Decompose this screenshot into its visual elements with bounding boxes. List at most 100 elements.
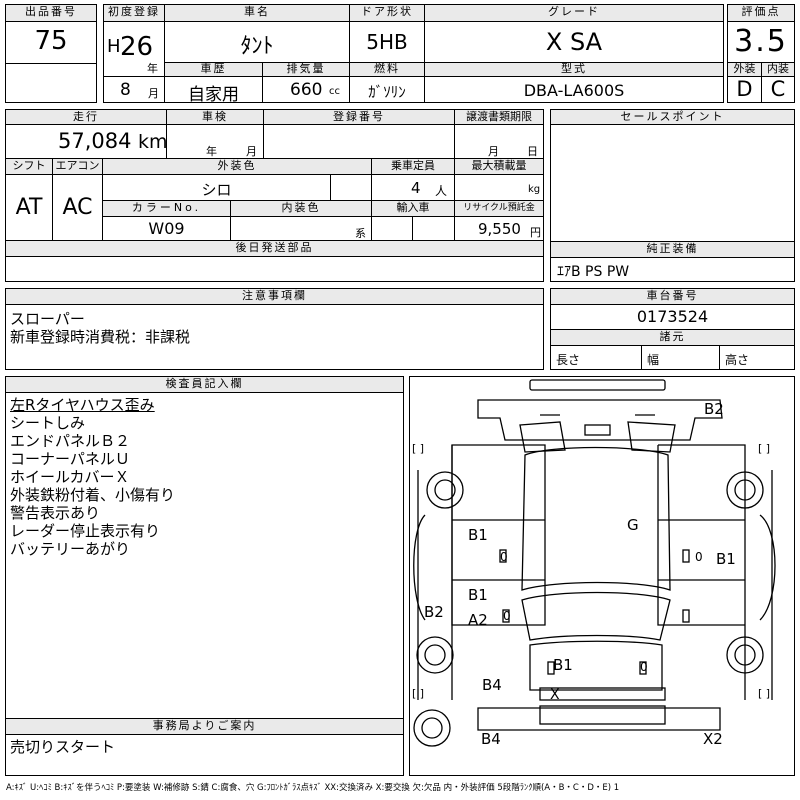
transfer-header: 譲渡書類期限 [454, 109, 544, 125]
inspector-line-6: 外装鉄粉付着、小傷有り [10, 486, 176, 504]
office-text: 売切りスタート [10, 738, 116, 756]
inspector-line-2: シートしみ [10, 414, 86, 432]
int-color-unit: 系 [355, 227, 366, 240]
model-header: 型式 [424, 62, 724, 77]
first-reg-header: 初度登録 [103, 4, 165, 22]
int-color-header: 内装色 [230, 200, 372, 217]
color-no: W09 [148, 219, 185, 238]
max-load-unit: kg [528, 184, 541, 195]
displacement-header: 排気量 [262, 62, 350, 77]
car-diagram: [ ] [ ] [ ] [ ] [412, 379, 776, 747]
mark-b1-front-left: B1 [468, 526, 488, 544]
door-header: ドア形状 [349, 4, 425, 22]
inspection-year-unit: 年 [206, 145, 217, 158]
caution-cell [5, 304, 544, 370]
inspector-line-9: バッテリーあがり [10, 540, 131, 558]
era-prefix: H [107, 36, 121, 57]
plate-header: 登録番号 [263, 109, 455, 125]
capacity-unit: 人 [435, 184, 448, 198]
dims-header: 諸元 [550, 329, 795, 346]
mark-zero-3: 0 [503, 609, 511, 623]
reg-month: 8 [120, 80, 131, 100]
legend: A:ｷｽﾞ U:ﾍｺﾐ B:ｷｽﾞを伴うﾍｺﾐ P:要塗装 W:補修跡 S:錆 … [6, 783, 620, 793]
grade-header: グレード [424, 4, 724, 22]
mark-zero-2: 0 [695, 550, 703, 564]
lot-number-blank [5, 63, 97, 103]
equipment-header: 純正装備 [550, 241, 795, 258]
later-parts-header: 後日発送部品 [5, 240, 544, 257]
fuel: ｶﾞｿﾘﾝ [368, 83, 406, 101]
reg-year: 26 [120, 32, 154, 62]
svg-text:[ ]: [ ] [758, 442, 770, 455]
inspector-line-1: 左Rタイヤハウス歪み [10, 396, 155, 414]
inspector-line-4: コーナーパネルＵ [10, 450, 130, 468]
model-cell [424, 76, 724, 103]
height-label: 高さ [725, 353, 750, 367]
chassis-header: 車台番号 [550, 288, 795, 305]
mileage-unit: km [138, 131, 168, 153]
ext-color-cell-2 [330, 174, 372, 201]
svg-text:[ ]: [ ] [412, 442, 424, 455]
import-cell-1 [371, 216, 413, 241]
fuel-header: 燃料 [349, 62, 425, 77]
score-header: 評価点 [727, 4, 795, 22]
color-no-header: カラーNo. [102, 200, 231, 217]
exterior-grade: D [736, 77, 753, 101]
ext-color: シロ [201, 181, 232, 199]
displacement-unit: cc [329, 86, 340, 97]
mark-x-grille: X [550, 687, 560, 703]
equipment-cell [550, 257, 795, 282]
inspection-month-unit: 月 [246, 145, 257, 158]
car-name-header: 車名 [164, 4, 350, 22]
mark-b1-left-lower: B1 [468, 586, 488, 604]
lot-number: 75 [34, 26, 68, 56]
recycle-header: リサイクル預託金 [454, 200, 544, 217]
transfer-day-unit: 日 [527, 145, 538, 158]
mark-b4-bumper: B4 [481, 730, 501, 748]
mark-x2-bumper: X2 [703, 730, 723, 748]
exterior-header: 外装 [727, 62, 762, 77]
grade: X SA [545, 28, 603, 56]
later-parts-cell [5, 256, 544, 282]
car-name: ﾀﾝﾄ [240, 34, 274, 59]
svg-text:[ ]: [ ] [412, 687, 424, 700]
office-cell [5, 734, 404, 776]
mark-b4-left: B4 [482, 676, 502, 694]
history-header: 車歴 [164, 62, 263, 77]
mark-b1-right: B1 [716, 550, 736, 568]
lot-number-header: 出品番号 [5, 4, 97, 22]
shift: AT [15, 195, 43, 220]
year-unit: 年 [147, 62, 158, 75]
mark-g: G [627, 516, 639, 534]
mark-top-rear: B2 [704, 400, 724, 418]
mark-a2-left: A2 [468, 611, 488, 629]
transfer-month-unit: 月 [488, 145, 499, 158]
interior-grade: C [770, 77, 786, 101]
inspection-header: 車検 [166, 109, 264, 125]
score: 3.5 [734, 24, 788, 59]
ac-header: エアコン [52, 158, 103, 175]
capacity: 4 [411, 179, 421, 197]
ac: AC [62, 195, 93, 220]
width-label: 幅 [647, 353, 660, 367]
height-cell [719, 345, 795, 370]
inspector-line-8: レーダー停止表示有り [10, 522, 161, 540]
plate-cell [263, 124, 455, 159]
displacement: 660 [290, 80, 323, 100]
interior-header: 内装 [761, 62, 795, 77]
inspector-header: 検査員記入欄 [5, 376, 404, 393]
svg-text:[ ]: [ ] [758, 687, 770, 700]
caution-line-1: スローパー [10, 310, 85, 328]
office-header: 事務局よりご案内 [5, 718, 404, 735]
history: 自家用 [188, 85, 239, 105]
mark-left-side: B2 [424, 603, 444, 621]
car-diagram-frame [409, 376, 795, 776]
mark-zero-1: 0 [500, 550, 508, 564]
door-type: 5HB [366, 30, 408, 54]
interior-cell [761, 76, 795, 103]
import-cell-2 [412, 216, 455, 241]
sales-points-header: セールスポイント [550, 109, 795, 125]
month-unit: 月 [148, 87, 159, 100]
int-color-cell [230, 216, 372, 241]
max-load-header: 最大積載量 [454, 158, 544, 175]
